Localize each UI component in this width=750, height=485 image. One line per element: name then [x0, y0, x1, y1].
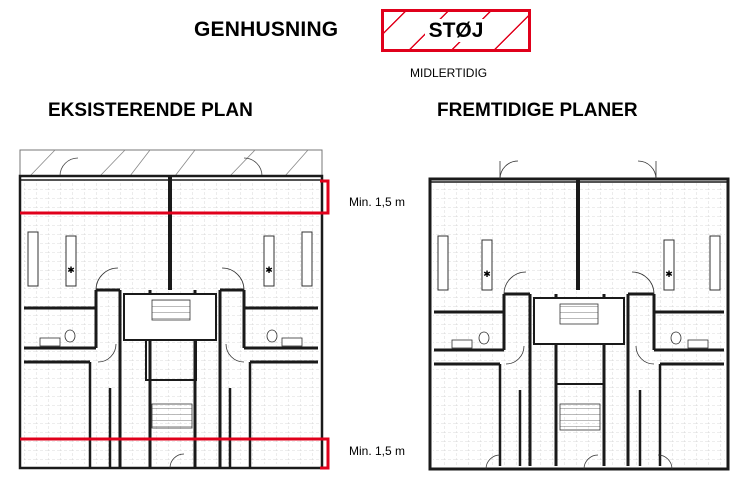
svg-text:✱: ✱ [67, 266, 75, 276]
existing-balcony [19, 149, 323, 177]
min-distance-marker-top [20, 179, 330, 215]
noise-legend-box: STØJ [381, 9, 531, 52]
min-distance-label-top: Min. 1,5 m [349, 195, 406, 209]
min-distance-marker-bottom [20, 437, 330, 470]
svg-text:✱: ✱ [265, 266, 273, 276]
future-plan: ✱ ✱ [428, 160, 730, 471]
svg-text:✱: ✱ [665, 270, 673, 280]
min-distance-label-bottom: Min. 1,5 m [349, 444, 406, 458]
noise-label: STØJ [424, 19, 488, 42]
existing-plan-title: EKSISTERENDE PLAN [48, 100, 253, 121]
future-plan-title: FREMTIDIGE PLANER [437, 100, 638, 121]
temporary-label: MIDLERTIDIG [410, 66, 488, 80]
existing-plan: ✱ ✱ [18, 149, 330, 470]
housing-title: GENHUSNING [194, 18, 339, 41]
svg-text:✱: ✱ [483, 270, 491, 280]
